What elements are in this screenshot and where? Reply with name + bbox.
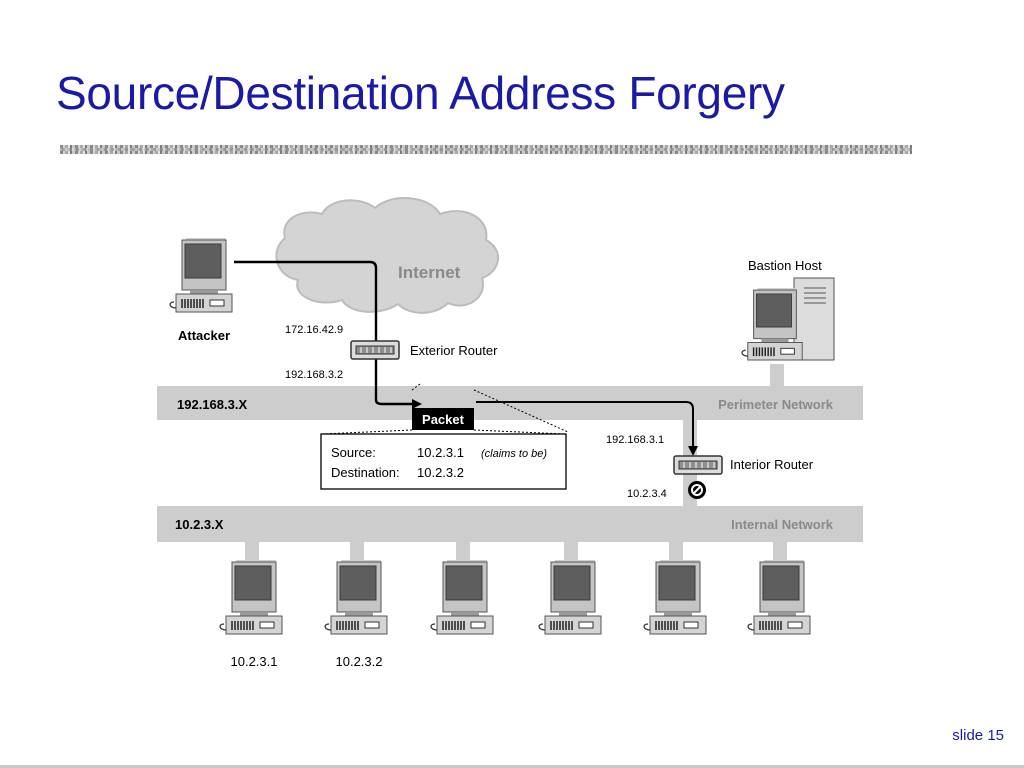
packet-destination-value: 10.2.3.2	[417, 465, 464, 480]
computer-icon	[324, 560, 388, 635]
computer-icon	[430, 560, 494, 635]
internal-host: 10.2.3.1	[219, 560, 283, 669]
computer-icon	[538, 560, 602, 635]
packet-destination-key: Destination:	[331, 465, 400, 480]
attacker-computer-icon	[169, 238, 233, 313]
perimeter-network-address: 192.168.3.X	[177, 397, 247, 412]
blocked-icon	[688, 481, 706, 499]
slide-title: Source/Destination Address Forgery	[56, 67, 785, 119]
internal-host-label: 10.2.3.1	[231, 654, 278, 669]
internal-host	[430, 560, 494, 635]
computer-icon	[219, 560, 283, 635]
internal-host	[538, 560, 602, 635]
packet-source-note: (claims to be)	[481, 448, 547, 460]
forward-path-line	[476, 401, 694, 448]
packet-label: Packet	[422, 412, 465, 427]
internal-host: 10.2.3.2	[324, 560, 388, 669]
computer-icon	[643, 560, 707, 635]
exterior-router-label: Exterior Router	[410, 343, 498, 358]
packet-source-value: 10.2.3.1	[417, 445, 464, 460]
forward-path-arrowhead	[688, 446, 698, 456]
host-links	[245, 540, 787, 564]
attack-path-line	[234, 260, 412, 406]
packet-detail-box	[320, 433, 567, 490]
exterior-router-inner-ip: 192.168.3.2	[285, 369, 343, 381]
internal-network-band	[157, 506, 863, 542]
interior-router-outer-ip: 192.168.3.1	[606, 434, 664, 446]
internal-host-label: 10.2.3.2	[336, 654, 383, 669]
bastion-host-link	[770, 364, 784, 388]
packet-icon	[412, 408, 474, 430]
interior-router-icon	[673, 455, 723, 475]
packet-callout-lines	[321, 383, 569, 435]
exterior-router-icon	[350, 340, 400, 360]
computer-icon	[747, 560, 811, 635]
bastion-host-icon	[741, 277, 835, 361]
internal-network-address: 10.2.3.X	[175, 517, 224, 532]
internet-label: Internet	[398, 263, 461, 282]
footer-line	[0, 765, 1024, 768]
bastion-host-label: Bastion Host	[748, 258, 822, 273]
title-divider	[60, 145, 912, 154]
packet-source-key: Source:	[331, 445, 376, 460]
internal-host	[747, 560, 811, 635]
internet-cloud	[275, 197, 499, 314]
perimeter-network-label: Perimeter Network	[718, 397, 834, 412]
interior-router-label: Interior Router	[730, 457, 814, 472]
attack-path-arrowhead	[412, 399, 422, 409]
slide-number: slide 15	[952, 727, 1004, 744]
interior-router-inner-ip: 10.2.3.4	[627, 488, 667, 500]
internal-network-label: Internal Network	[731, 517, 834, 532]
internal-host	[643, 560, 707, 635]
exterior-router-outer-ip: 172.16.42.9	[285, 324, 343, 336]
attacker-label: Attacker	[178, 328, 230, 343]
internal-hosts: 10.2.3.1 10.2.3.2	[219, 560, 811, 669]
